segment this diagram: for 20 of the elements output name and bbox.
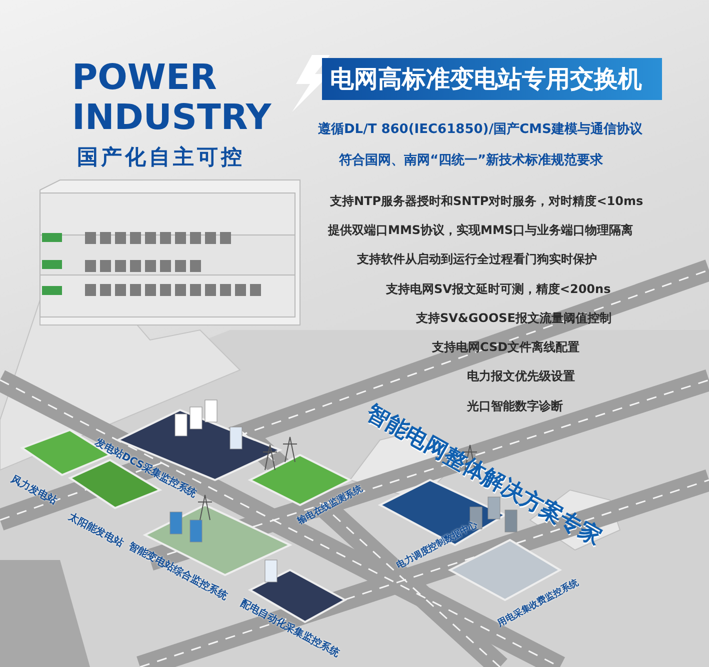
feature-text: 符合国网、南网“四统一”新技术标准规范要求 [339, 152, 604, 169]
area-label: 电力调度控制数据中心 [394, 518, 480, 572]
area-label: 智能变电站综合监控系统 [126, 540, 230, 603]
area-label: 输电在线监测系统 [295, 483, 365, 528]
feature-text: 支持电网SV报文延时可测，精度<200ns [386, 281, 611, 298]
feature-text: 支持电网CSD文件离线配置 [432, 339, 580, 356]
area-label: 用电采集收费监控系统 [495, 576, 581, 630]
feature-text: 光口智能数字诊断 [467, 398, 563, 415]
area-label: 太阳能发电站 [66, 510, 126, 550]
title-banner: 电网高标准变电站专用交换机 [322, 58, 662, 100]
feature-text: 支持NTP服务器授时和SNTP对时服务，对时精度<10ms [330, 193, 644, 210]
feature-text: 支持软件从启动到运行全过程看门狗实时保护 [357, 251, 597, 268]
heading-text: POWER INDUSTRY [72, 58, 272, 138]
feature-text: 电力报文优先级设置 [467, 368, 575, 385]
feature-text: 遵循DL/T 860(IEC61850)/国产CMS建模与通信协议 [318, 120, 642, 138]
feature-text: 提供双端口MMS协议，实现MMS口与业务端口物理隔离 [328, 222, 634, 239]
area-label: 风力发电站 [8, 472, 60, 508]
area-label: 配电自动化采集监控系统 [238, 596, 342, 660]
subheading-text: 国产化自主可控 [77, 144, 245, 171]
feature-text: 支持SV&GOOSE报文流量阈值控制 [416, 310, 612, 327]
